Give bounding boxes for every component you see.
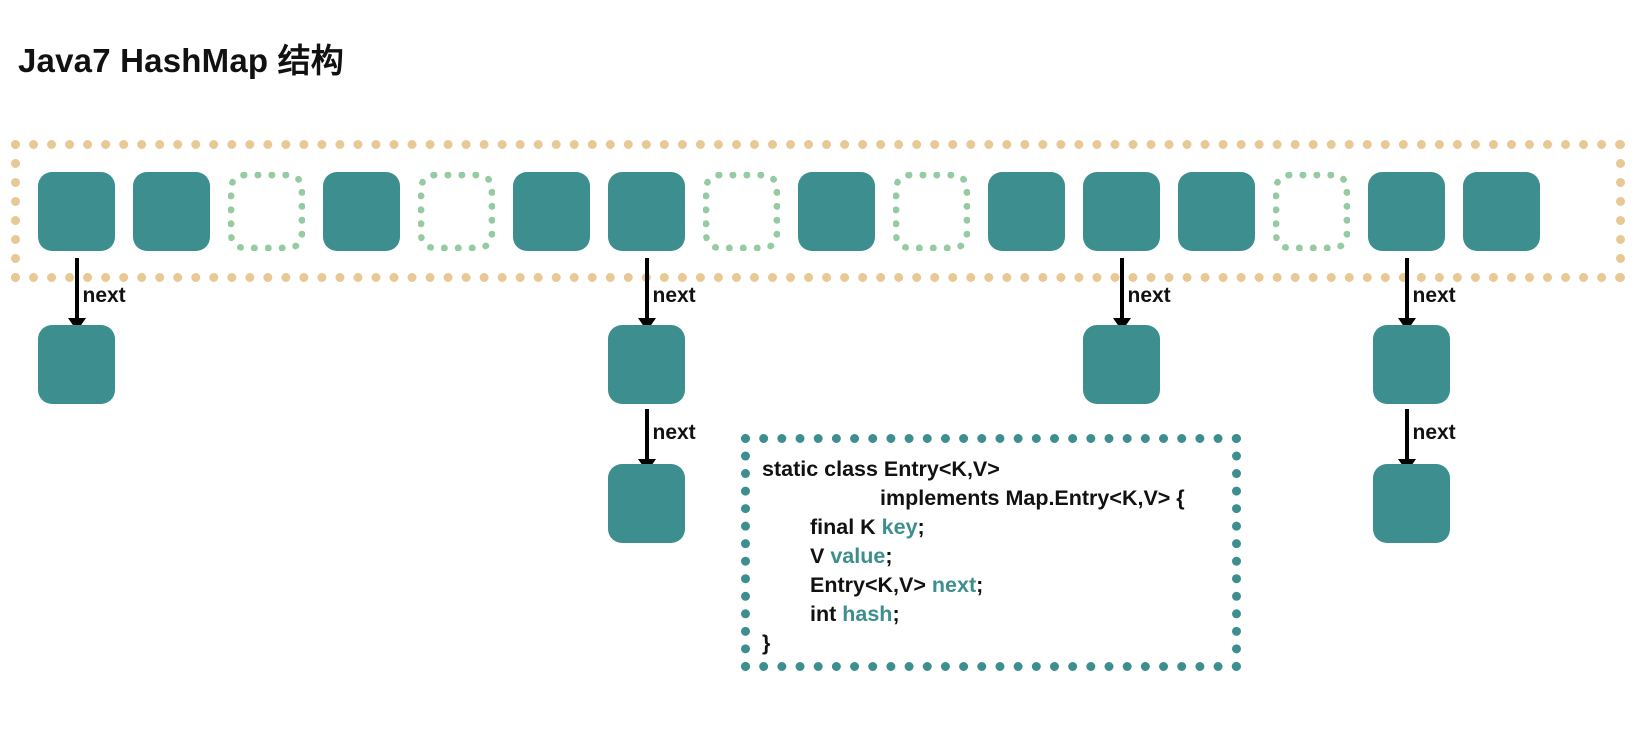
next-label-bucket-11-1: next — [1127, 284, 1171, 307]
next-arrow-bucket-6-2 — [637, 409, 656, 472]
array-cell-15-filled — [1463, 171, 1540, 251]
array-cell-4-empty — [418, 171, 495, 251]
array-cell-9-empty — [893, 171, 970, 251]
code-token-4-1: next — [931, 573, 977, 597]
page-title: Java7 HashMap 结构 — [18, 42, 344, 79]
code-token-1-0: implements Map.Entry<K,V> { — [880, 486, 1185, 510]
next-arrow-bucket-14-2 — [1397, 409, 1416, 472]
array-cell-10-filled — [988, 171, 1065, 251]
code-token-2-0: final K — [810, 515, 882, 539]
code-line-5: int hash; — [762, 600, 1224, 629]
entry-class-definition-box: static class Entry<K,V> implements Map.En… — [741, 434, 1241, 671]
code-token-4-2: ; — [976, 573, 984, 597]
code-line-1: implements Map.Entry<K,V> { — [762, 484, 1224, 513]
code-line-6: } — [762, 629, 1224, 658]
entry-node-bucket-0-1 — [38, 325, 115, 404]
code-token-6-0: } — [762, 631, 771, 655]
next-arrow-bucket-6-1 — [637, 258, 656, 331]
code-token-5-1: hash — [842, 602, 893, 626]
code-line-0: static class Entry<K,V> — [762, 455, 1224, 484]
code-token-5-0: int — [810, 602, 843, 626]
next-label-bucket-6-2: next — [652, 421, 696, 444]
code-line-4: Entry<K,V> next; — [762, 571, 1224, 600]
array-cell-13-empty — [1273, 171, 1350, 251]
array-cell-14-filled — [1368, 171, 1445, 251]
code-token-4-0: Entry<K,V> — [810, 573, 932, 597]
next-label-bucket-0-1: next — [82, 284, 126, 307]
entry-node-bucket-6-2 — [608, 464, 685, 543]
code-token-5-2: ; — [892, 602, 900, 626]
code-token-2-1: key — [881, 515, 918, 539]
array-cell-12-filled — [1178, 171, 1255, 251]
array-cell-6-filled — [608, 171, 685, 251]
array-cell-2-empty — [228, 171, 305, 251]
array-cell-1-filled — [133, 171, 210, 251]
hashmap-bucket-array — [11, 140, 1625, 282]
array-cell-0-filled — [38, 171, 115, 251]
next-label-bucket-6-1: next — [652, 284, 696, 307]
array-cell-7-empty — [703, 171, 780, 251]
array-cell-11-filled — [1083, 171, 1160, 251]
entry-node-bucket-14-2 — [1373, 464, 1450, 543]
entry-node-bucket-11-1 — [1083, 325, 1160, 404]
array-cell-3-filled — [323, 171, 400, 251]
next-arrow-bucket-11-1 — [1112, 258, 1131, 331]
code-token-3-1: value — [830, 544, 886, 568]
code-token-3-0: V — [810, 544, 831, 568]
next-arrow-bucket-14-1 — [1397, 258, 1416, 331]
next-label-bucket-14-2: next — [1412, 421, 1456, 444]
code-token-2-2: ; — [917, 515, 925, 539]
entry-node-bucket-14-1 — [1373, 325, 1450, 404]
array-cell-5-filled — [513, 171, 590, 251]
code-token-3-2: ; — [885, 544, 893, 568]
code-line-3: V value; — [762, 542, 1224, 571]
array-cell-8-filled — [798, 171, 875, 251]
code-token-0-0: static class Entry<K,V> — [762, 457, 1000, 481]
code-line-2: final K key; — [762, 513, 1224, 542]
next-label-bucket-14-1: next — [1412, 284, 1456, 307]
entry-node-bucket-6-1 — [608, 325, 685, 404]
next-arrow-bucket-0-1 — [67, 258, 86, 331]
